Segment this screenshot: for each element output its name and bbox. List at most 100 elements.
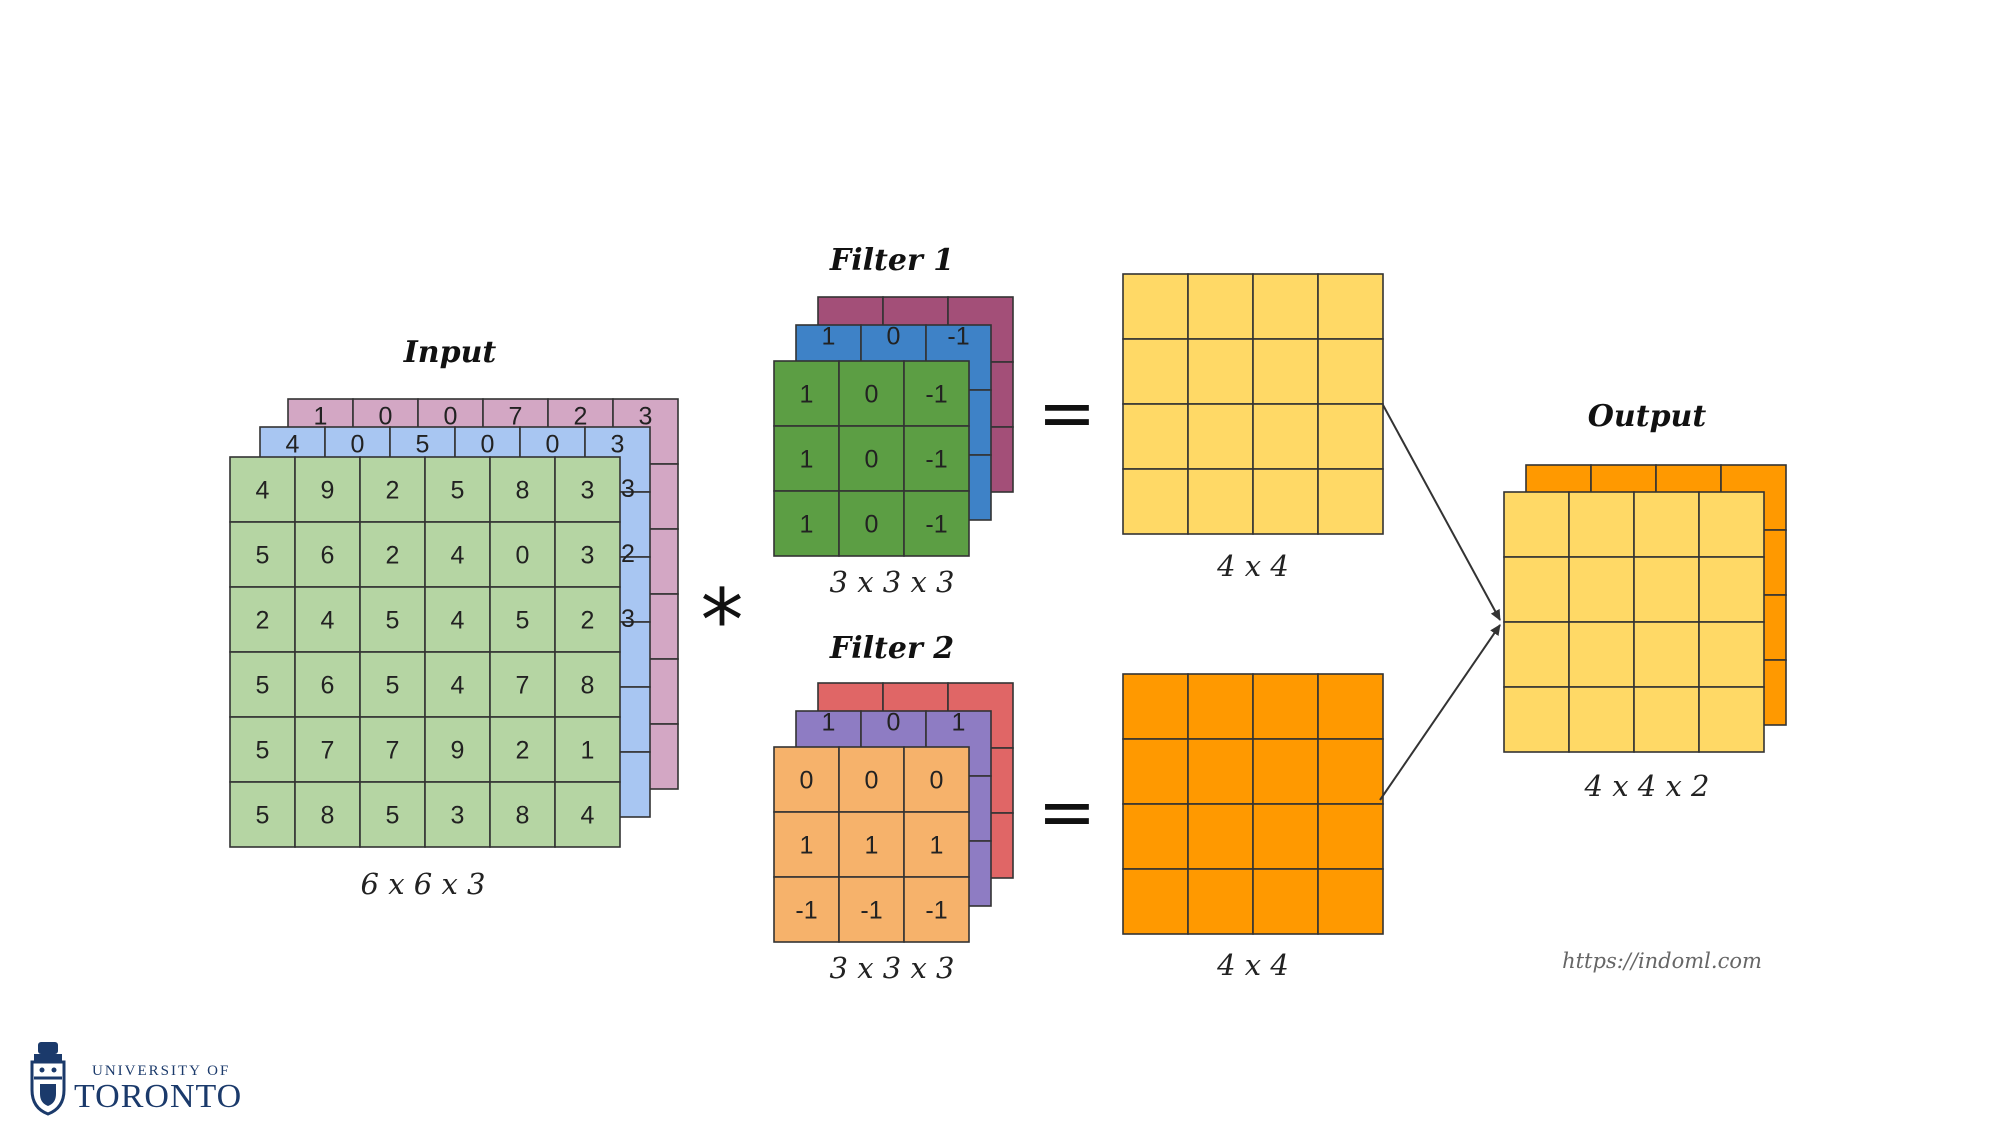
grid-cell	[1317, 273, 1384, 340]
grid-cell	[903, 876, 970, 943]
back-layer-cell-value: 0	[887, 709, 901, 737]
grid-cell	[1568, 491, 1635, 558]
grid-cell	[1122, 673, 1189, 740]
grid-cell	[1122, 403, 1189, 470]
grid-cell	[554, 521, 621, 588]
grid-cell	[838, 360, 905, 427]
filter-1-dims: 3 x 3 x 3	[830, 565, 955, 599]
cell-value: 6	[321, 672, 335, 700]
cell-value: 3	[581, 477, 595, 505]
cell-value: -1	[925, 511, 947, 539]
grid-cell	[1317, 468, 1384, 535]
cell-value: 5	[256, 802, 270, 830]
back-layer-cell-value: 7	[509, 403, 523, 431]
cell-value: 1	[930, 832, 944, 860]
back-layer-cell-value: 5	[416, 431, 430, 459]
back-layer-cell-value: 2	[621, 540, 635, 568]
back-layer-cell-value: 1	[314, 403, 328, 431]
cell-value: 1	[581, 737, 595, 765]
grid-cell	[773, 360, 840, 427]
cell-value: 5	[256, 672, 270, 700]
grid-cell	[1503, 686, 1570, 753]
cell-value: 4	[451, 672, 465, 700]
grid-cell	[1252, 868, 1319, 935]
source-url: https://indoml.com	[1562, 949, 1762, 973]
grid-cell	[1568, 556, 1635, 623]
output-tensor-stack	[1503, 464, 1787, 753]
grid-cell	[554, 456, 621, 523]
grid-cell	[1252, 803, 1319, 870]
convolution-operator: *	[701, 571, 744, 671]
grid-cell	[554, 586, 621, 653]
cell-value: 7	[516, 672, 530, 700]
cell-value: 7	[321, 737, 335, 765]
grid-cell	[1317, 673, 1384, 740]
grid-cell	[773, 746, 840, 813]
back-layer-cell-value: 1	[822, 323, 836, 351]
grid-cell	[1252, 673, 1319, 740]
cell-value: -1	[860, 897, 882, 925]
back-layer-cell-value: 2	[574, 403, 588, 431]
cell-value: 5	[516, 607, 530, 635]
grid-cell	[489, 781, 556, 848]
grid-cell	[1252, 273, 1319, 340]
grid-cell	[424, 456, 491, 523]
grid-cell	[424, 586, 491, 653]
cell-value: 7	[386, 737, 400, 765]
cell-value: 1	[800, 511, 814, 539]
grid-cell	[1122, 338, 1189, 405]
cell-value: 4	[581, 802, 595, 830]
grid-cell	[1252, 403, 1319, 470]
grid-cell	[1698, 621, 1765, 688]
grid-cell	[1122, 738, 1189, 805]
back-layer-cell-value: 1	[952, 709, 966, 737]
back-layer-cell-value: 3	[621, 605, 635, 633]
grid-cell	[359, 456, 426, 523]
grid-cell	[1633, 491, 1700, 558]
grid-cell	[554, 651, 621, 718]
grid-cell	[1187, 338, 1254, 405]
cell-value: 8	[581, 672, 595, 700]
back-layer-cell-value: 0	[546, 431, 560, 459]
arrow-result-1-to-output	[1382, 404, 1501, 621]
result-1-grid	[1122, 273, 1384, 535]
grid-cell	[1317, 738, 1384, 805]
cell-value: 2	[256, 607, 270, 635]
grid-cell	[1698, 556, 1765, 623]
grid-cell	[1633, 556, 1700, 623]
equals-sign-1: =	[1038, 372, 1097, 454]
cell-value: 8	[516, 802, 530, 830]
grid-cell	[1317, 868, 1384, 935]
grid-cell	[1122, 803, 1189, 870]
grid-cell	[1187, 403, 1254, 470]
cell-value: 5	[386, 607, 400, 635]
grid-cell	[1187, 868, 1254, 935]
grid-cell	[1698, 491, 1765, 558]
cell-value: 8	[516, 477, 530, 505]
grid-cell	[1122, 468, 1189, 535]
back-layer-cell-value: 1	[822, 709, 836, 737]
cell-value: 4	[256, 477, 270, 505]
grid-cell	[1317, 803, 1384, 870]
cell-value: 9	[321, 477, 335, 505]
back-layer-cell-value: 0	[887, 323, 901, 351]
grid-cell	[229, 781, 296, 848]
arrow-result-2-to-output	[1379, 624, 1501, 801]
filter-1-title: Filter 1	[829, 243, 954, 278]
grid-cell	[1568, 686, 1635, 753]
cell-value: 1	[865, 832, 879, 860]
grid-cell	[1698, 686, 1765, 753]
grid-cell	[838, 746, 905, 813]
grid-cell	[229, 651, 296, 718]
grid-cell	[1122, 273, 1189, 340]
grid-cell	[359, 521, 426, 588]
cell-value: 6	[321, 542, 335, 570]
cell-value: 0	[516, 542, 530, 570]
grid-cell	[489, 586, 556, 653]
cell-value: 2	[516, 737, 530, 765]
